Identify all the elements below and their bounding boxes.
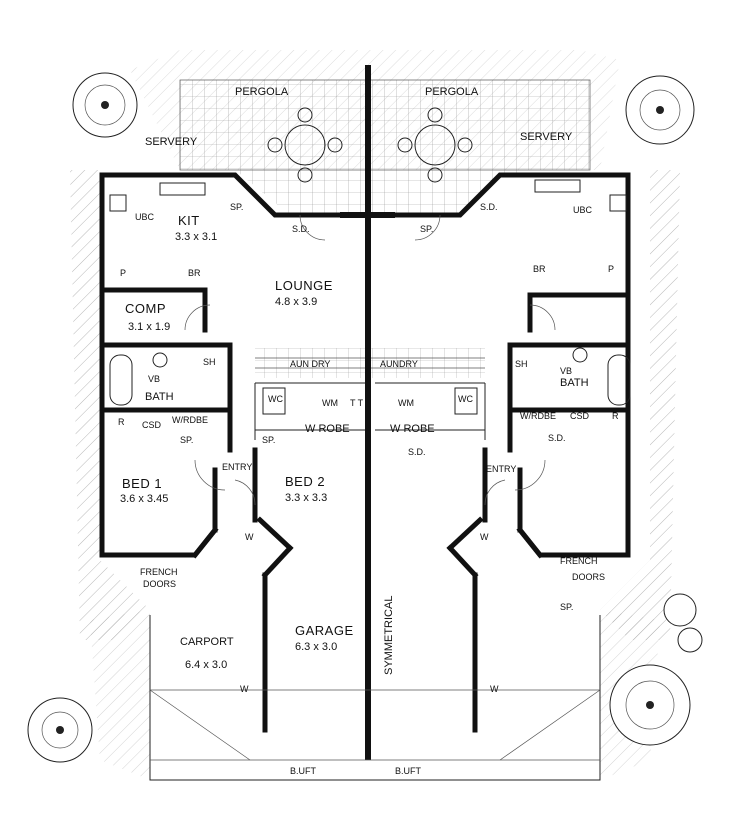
room-labels: PERGOLA PERGOLA SERVERY SERVERY KIT 3.3 … — [118, 86, 619, 776]
tree-top-left — [72, 72, 138, 138]
entry-left-label: ENTRY — [222, 462, 252, 472]
sd-label-2: S.D. — [480, 202, 498, 212]
sp-label-3: SP. — [180, 435, 193, 445]
comp-dim: 3.1 x 1.9 — [128, 321, 170, 333]
outdoor-table-left — [267, 107, 343, 183]
sh-left-label: SH — [203, 357, 216, 367]
wrobe-small-left-label: W/RDBE — [172, 415, 208, 425]
wm-right-label: WM — [398, 398, 414, 408]
pergola-paving — [179, 79, 591, 215]
bed2-dim: 3.3 x 3.3 — [285, 492, 327, 504]
br-right-label: BR — [533, 264, 546, 274]
w-mark-2: W — [480, 532, 489, 542]
r-left-label: R — [118, 417, 125, 427]
sp-label-1: SP. — [230, 202, 243, 212]
sh-right-label: SH — [515, 359, 528, 369]
p-left-label: P — [120, 268, 126, 278]
wrobe-right-label: W ROBE — [390, 423, 435, 435]
entry-right-label: ENTRY — [486, 464, 516, 474]
doors-left-label: DOORS — [143, 579, 176, 589]
wm-left-label: WM — [322, 398, 338, 408]
csd-right-label: CSD — [570, 411, 590, 421]
kit-label: KIT — [178, 213, 200, 228]
wc-right-label: WC — [458, 394, 473, 404]
sd-label-1: S.D. — [292, 224, 310, 234]
buffet-left-label: B.UFT — [290, 766, 317, 776]
tree-bottom-left — [27, 697, 93, 763]
fixtures — [109, 179, 631, 415]
buffet-right-label: B.UFT — [395, 766, 422, 776]
tree-top-right — [625, 75, 695, 145]
vb-right-label: VB — [560, 366, 572, 376]
shrubs-right — [663, 593, 703, 653]
w-mark-4: W — [490, 684, 499, 694]
bay-windows — [191, 526, 544, 559]
bath-right-label: BATH — [560, 377, 589, 389]
outdoor-table-right — [397, 107, 473, 183]
pergola-left-label: PERGOLA — [235, 86, 289, 98]
symmetrical-label: SYMMETRICAL — [383, 596, 395, 675]
bath-left-label: BATH — [145, 391, 174, 403]
laundry-right-label: AUNDRY — [380, 359, 418, 369]
carport-dim: 6.4 x 3.0 — [185, 659, 227, 671]
w-mark-3: W — [240, 684, 249, 694]
bed1-label: BED 1 — [122, 476, 162, 491]
bed1-dim: 3.6 x 3.45 — [120, 493, 168, 505]
comp-label: COMP — [125, 301, 166, 316]
kit-dim: 3.3 x 3.1 — [175, 231, 217, 243]
servery-right-label: SERVERY — [520, 131, 573, 143]
ubc-left-label: UBC — [135, 212, 155, 222]
sp-label-4: SP. — [262, 435, 275, 445]
br-left-label: BR — [188, 268, 201, 278]
csd-left-label: CSD — [142, 420, 162, 430]
garage-walls — [149, 544, 601, 781]
servery-left-label: SERVERY — [145, 136, 198, 148]
pergola-right-label: PERGOLA — [425, 86, 479, 98]
wrobe-small-right-label: W/RDBE — [520, 411, 556, 421]
french-left-label: FRENCH — [140, 567, 178, 577]
wc-left-label: WC — [268, 394, 283, 404]
bed2-label: BED 2 — [285, 474, 325, 489]
garage-dim: 6.3 x 3.0 — [295, 641, 337, 653]
r-right-label: R — [612, 411, 619, 421]
garage-label: GARAGE — [295, 623, 354, 638]
french-right-label: FRENCH — [560, 556, 598, 566]
ubc-right-label: UBC — [573, 205, 593, 215]
carport-label: CARPORT — [180, 636, 234, 648]
vb-left-label: VB — [148, 374, 160, 384]
tree-bottom-right — [609, 664, 691, 746]
sp-label-5: SP. — [560, 602, 573, 612]
doors-right-label: DOORS — [572, 572, 605, 582]
sd-label-4: S.D. — [408, 447, 426, 457]
lounge-label: LOUNGE — [275, 278, 333, 293]
dt-label: T T — [350, 398, 364, 408]
sd-label-3: S.D. — [548, 433, 566, 443]
sp-label-2: SP. — [420, 224, 433, 234]
interior-fill — [102, 175, 628, 565]
p-right-label: P — [608, 264, 614, 274]
w-mark-1: W — [245, 532, 254, 542]
door-swings — [184, 214, 556, 506]
lounge-dim: 4.8 x 3.9 — [275, 296, 317, 308]
wrobe-left-label: W ROBE — [305, 423, 350, 435]
laundry-left-label: AUN DRY — [290, 359, 330, 369]
